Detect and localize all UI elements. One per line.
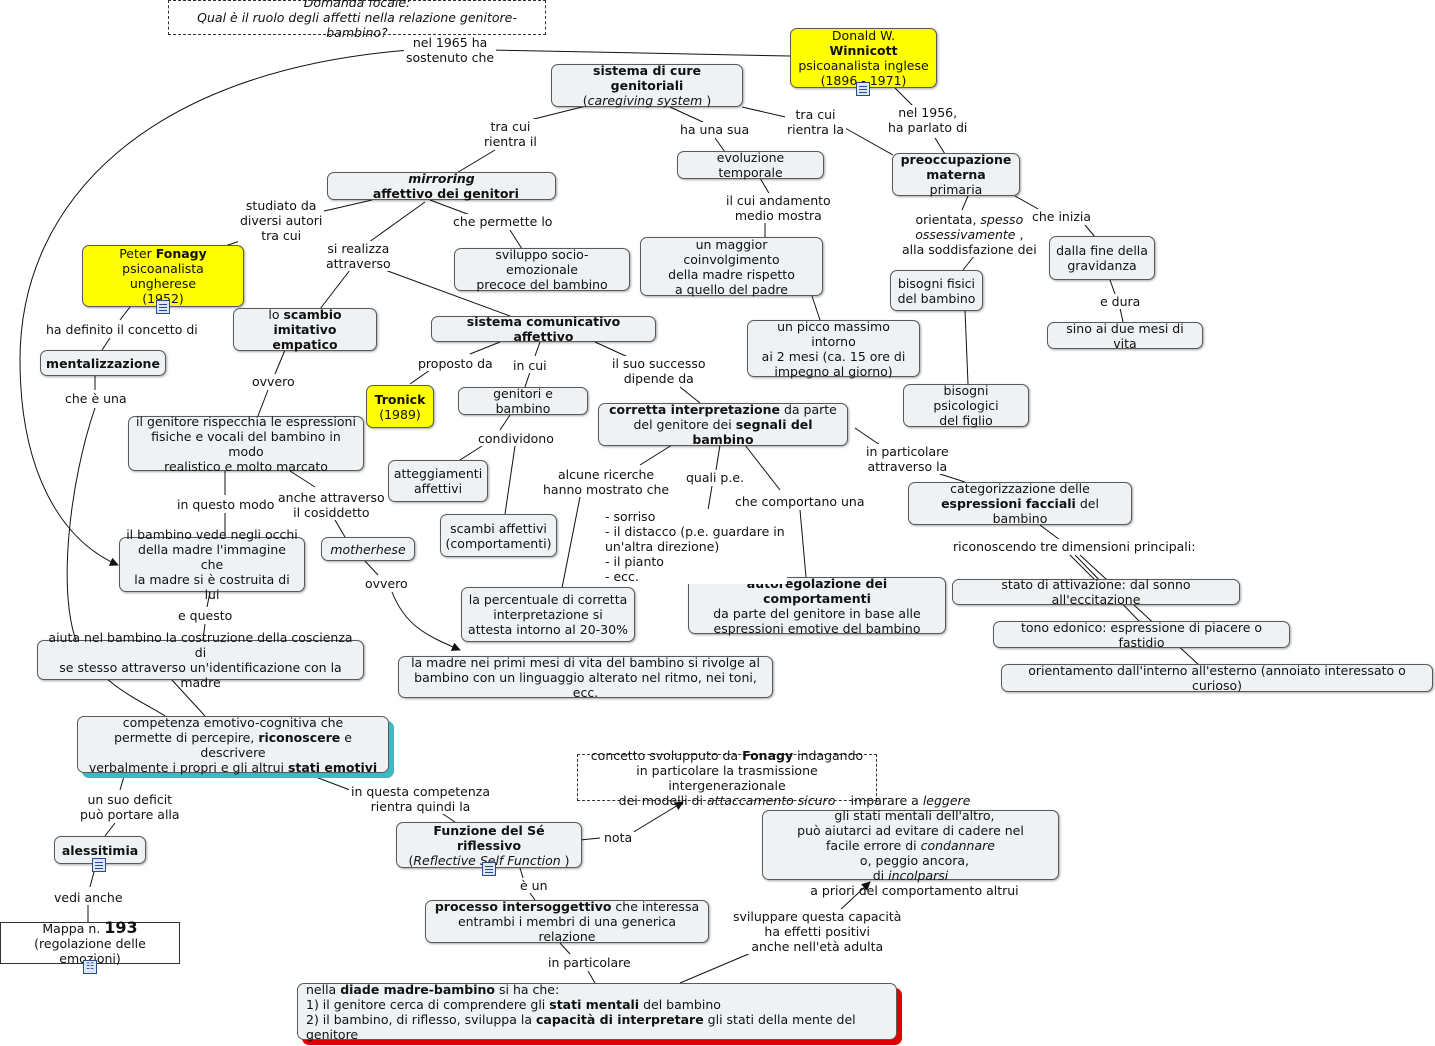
winnicott-node[interactable]: Donald W. Winnicott psicoanalista ingles… <box>790 28 937 88</box>
tronick-node[interactable]: Tronick (1989) <box>366 385 434 428</box>
evoluzione-node[interactable]: evoluzione temporale <box>677 150 824 180</box>
label-vedi-anche: vedi anche <box>52 890 125 905</box>
sviluppo-node[interactable]: sviluppo socio-emozionale precoce del ba… <box>454 247 630 292</box>
fonagy-node[interactable]: Peter Fonagy psicoanalista ungherese (19… <box>82 245 244 307</box>
label-che-e-una: che è una <box>63 391 129 406</box>
tono-edonico-node[interactable]: tono edonico: espressione di piacere o f… <box>993 620 1290 650</box>
rispecchia-node[interactable]: il genitore rispecchia le espressioni fi… <box>128 414 364 474</box>
mentalizzazione-node[interactable]: mentalizzazione <box>40 350 166 376</box>
mappa-link-node[interactable]: Mappa n. 193 (regolazione delle emozioni… <box>0 920 180 966</box>
scambio-node[interactable]: lo scambio imitativo empatico <box>233 307 377 352</box>
note-icon[interactable] <box>92 858 106 872</box>
label-riconoscendo: riconoscendo tre dimensioni principali: <box>951 539 1198 554</box>
caregiving-system-node[interactable]: sistema di cure genitoriali (caregiving … <box>551 63 743 108</box>
label-esempi: - sorriso- il distacco (p.e. guardare in… <box>603 509 787 584</box>
label-che-permette: che permette lo <box>451 214 555 229</box>
label-condividono: condividono <box>476 431 556 446</box>
coinvolgimento-node[interactable]: un maggior coinvolgimento della madre ri… <box>640 237 823 297</box>
label-ha-definito: ha definito il concetto di <box>44 322 200 337</box>
label-e-dura: e dura <box>1098 294 1143 309</box>
diade-node[interactable]: nella diade madre-bambino si ha che: 1) … <box>297 982 897 1042</box>
atteggiamenti-node[interactable]: atteggiamenti affettivi <box>388 460 488 502</box>
label-e-questo: e questo <box>176 608 235 623</box>
label-e-un: è un <box>518 878 550 893</box>
scambi-affettivi-node[interactable]: scambi affettivi (comportamenti) <box>440 514 557 557</box>
label-proposto-da: proposto da <box>416 356 495 371</box>
label-in-cui: in cui <box>511 358 549 373</box>
label-ha-una-sua: ha una sua <box>678 122 752 137</box>
aiuta-node[interactable]: aiuta nel bambino la costruzione della c… <box>37 630 364 690</box>
note-icon[interactable] <box>156 300 170 314</box>
categorizzazione-node[interactable]: categorizzazione delle espressioni facci… <box>908 481 1132 526</box>
label-in-particolare: in particolare <box>546 955 633 970</box>
vede-node[interactable]: il bambino vede negli occhi della madre … <box>119 527 305 602</box>
label-quali: quali p.e. <box>684 470 747 485</box>
sino-node[interactable]: sino ai due mesi di vita <box>1047 321 1203 351</box>
label-orientata: orientata, spesso ossessivamente , alla … <box>900 212 1039 257</box>
madre-primi-mesi-node[interactable]: la madre nei primi mesi di vita del bamb… <box>398 655 773 700</box>
dalla-fine-node[interactable]: dalla fine della gravidanza <box>1049 236 1155 280</box>
map-link-icon[interactable]: ☷ <box>83 960 97 974</box>
motherhese-node[interactable]: motherhese <box>321 537 415 561</box>
label-nel-1956: nel 1956,ha parlato di <box>886 105 970 135</box>
preoccupazione-node[interactable]: preoccupazione materna primaria <box>892 152 1020 197</box>
bisogni-psicologici-node[interactable]: bisogni psicologici del figlio <box>903 383 1029 428</box>
bisogni-fisici-node[interactable]: bisogni fisici del bambino <box>890 270 983 311</box>
imparare-node[interactable]: imparare a leggere gli stati mentali del… <box>762 793 1059 898</box>
processo-node[interactable]: processo intersoggettivo che interessa e… <box>425 899 709 944</box>
label-nota: nota <box>602 830 635 845</box>
sistema-comunicativo-node[interactable]: sistema comunicativo affettivo <box>431 314 656 344</box>
attivazione-node[interactable]: stato di attivazione: dal sonno all'ecci… <box>952 577 1240 607</box>
competenza-node[interactable]: competenza emotivo-cognitiva che permett… <box>77 715 389 775</box>
label-che-inizia: che inizia <box>1030 209 1094 224</box>
note-icon[interactable] <box>482 862 496 876</box>
concetto-note: concetto svolupputo da Fonagy indagando … <box>577 748 877 808</box>
corretta-interpretazione-node[interactable]: corretta interpretazione da parte del ge… <box>598 402 848 447</box>
label-che-comportano: che comportano una <box>733 494 867 509</box>
mirroring-node[interactable]: mirroring affettivo dei genitori <box>327 171 556 201</box>
genitori-bambino-node[interactable]: genitori e bambino <box>458 386 588 416</box>
label-ovvero-2: ovvero <box>363 576 410 591</box>
focal-question: Domanda focale: Qual è il ruolo degli af… <box>168 0 546 40</box>
label-ovvero: ovvero <box>250 374 297 389</box>
percentuale-node[interactable]: la percentuale di corretta interpretazio… <box>461 587 635 642</box>
orientamento-node[interactable]: orientamento dall'interno all'esterno (a… <box>1001 663 1433 693</box>
picco-node[interactable]: un picco massimo intorno ai 2 mesi (ca. … <box>747 319 920 379</box>
autoregolazione-node[interactable]: autoregolazione dei comportamenti da par… <box>688 576 946 636</box>
label-in-questo-modo: in questo modo <box>175 497 277 512</box>
note-icon[interactable] <box>856 82 870 96</box>
